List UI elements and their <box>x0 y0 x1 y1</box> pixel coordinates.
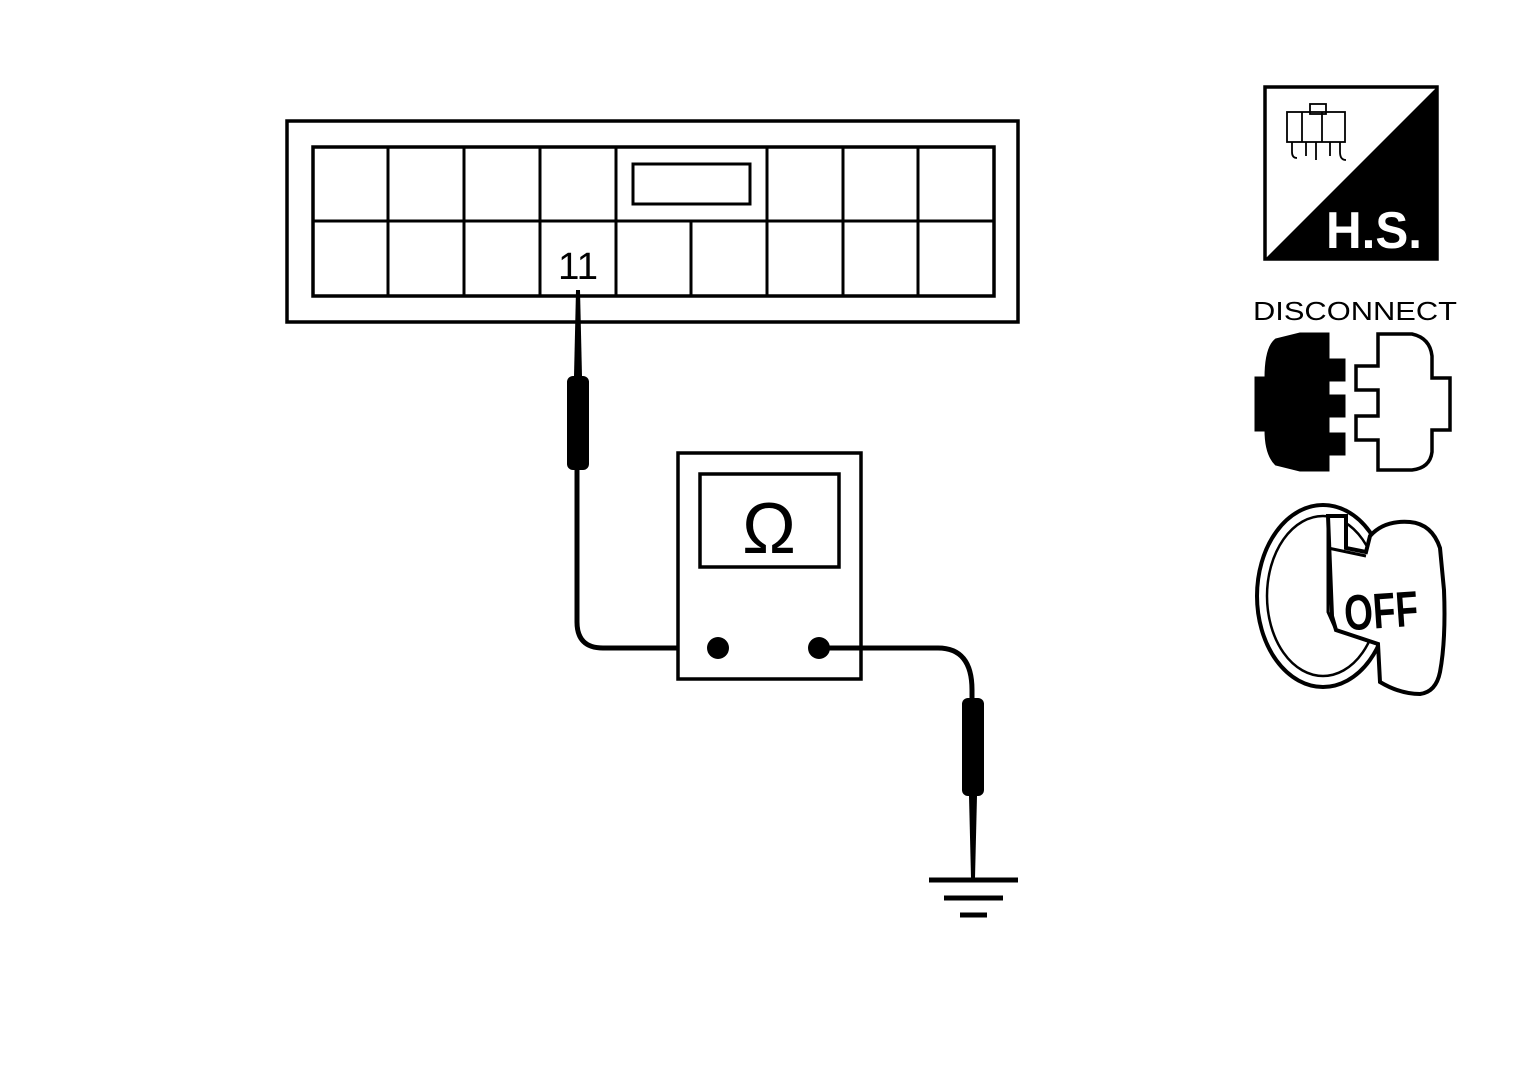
probe-negative <box>819 645 984 878</box>
ohm-symbol: Ω <box>742 489 796 569</box>
ohmmeter-display <box>698 472 841 569</box>
harness-side-icon: H.S. <box>1263 85 1439 261</box>
probe-negative-lead <box>819 645 975 700</box>
ignition-key-icon <box>1255 503 1447 697</box>
probe-positive-lead <box>574 470 718 651</box>
probe-positive-handle <box>567 376 589 470</box>
pin-label: 11 <box>558 246 598 288</box>
probe-positive <box>567 290 718 651</box>
harness-connector-icon <box>1286 103 1347 161</box>
connector-top-row-cells <box>386 147 920 221</box>
probe-negative-handle <box>962 698 984 796</box>
connector-lock-tab <box>631 162 752 206</box>
connector-outer-shell <box>285 119 1020 324</box>
connector-bottom-row-cells <box>386 221 920 296</box>
harness-side-label: H.S. <box>1326 202 1422 260</box>
ignition-off-label: OFF <box>1342 580 1420 641</box>
connector: 11 <box>285 119 1020 324</box>
probe-positive-tip <box>574 290 582 376</box>
ignition-key-head <box>1325 514 1447 697</box>
ground-icon <box>929 877 1018 918</box>
disconnect-connector-icon <box>1254 332 1452 472</box>
ignition-key-slot <box>1326 516 1367 631</box>
ohmmeter-terminal-left <box>707 637 729 659</box>
disconnect-icon-group: DISCONNECT <box>1253 296 1457 472</box>
ohmmeter: Ω <box>676 451 863 681</box>
ignition-icon-group: OFF <box>1255 503 1447 697</box>
harness-side-icon-black-triangle <box>1265 87 1437 259</box>
probe-negative-tip <box>969 796 977 878</box>
disconnect-label: DISCONNECT <box>1253 296 1457 326</box>
